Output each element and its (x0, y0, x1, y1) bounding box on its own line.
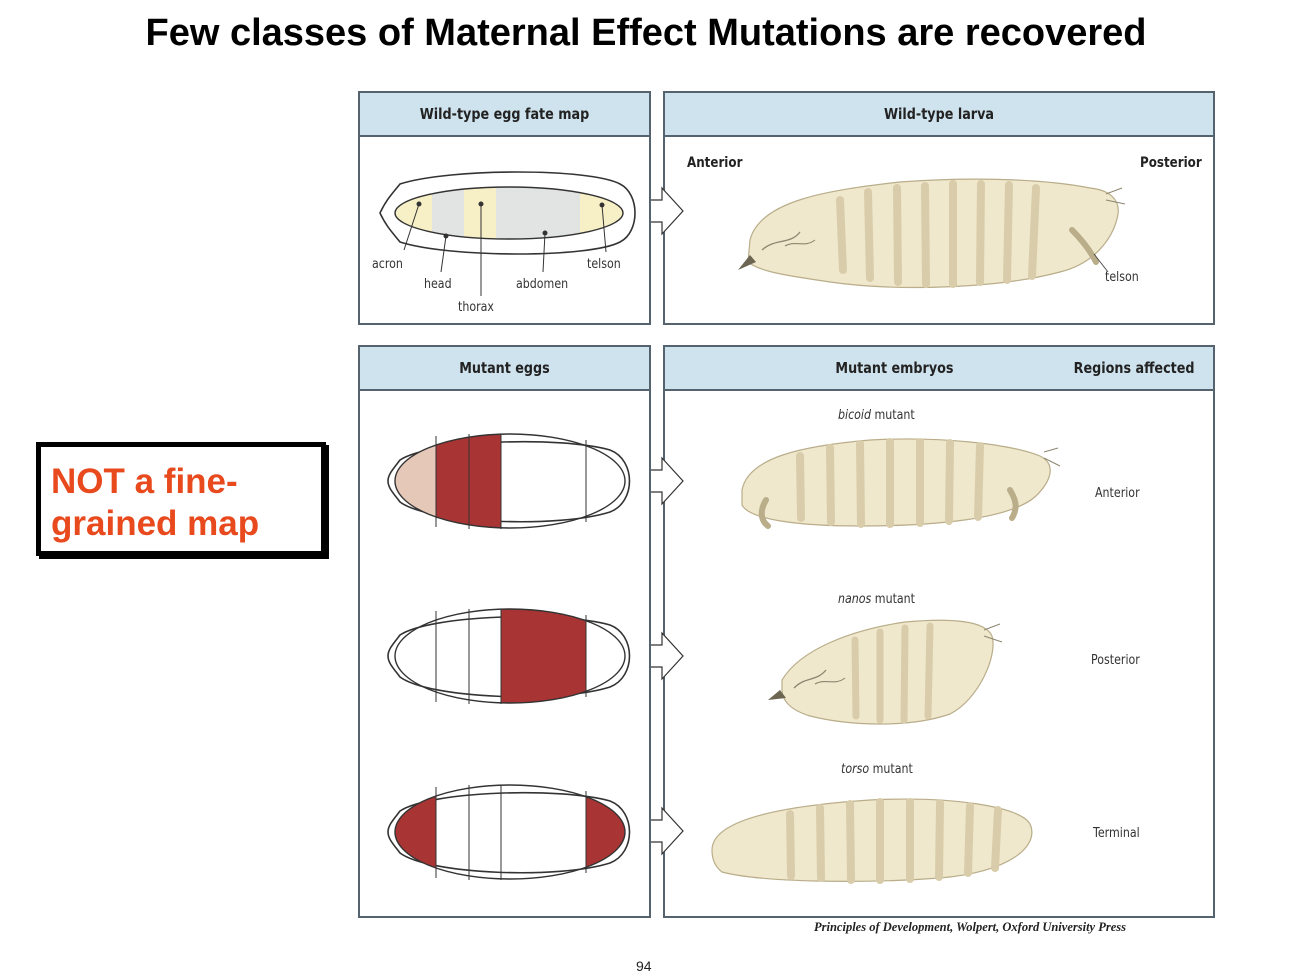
mutant-egg-nanos (387, 608, 631, 704)
arrow-right-icon (651, 186, 684, 236)
panel-title: Mutant eggs (459, 359, 550, 377)
mutant-label-nanos: nanos mutant (838, 592, 915, 607)
label-larva-telson: telson (1105, 270, 1139, 285)
gene-name: torso (841, 762, 870, 777)
callout-box: NOT a fine-grained map (36, 442, 326, 556)
gene-suffix: mutant (871, 408, 915, 423)
mutant-label-bicoid: bicoid mutant (838, 408, 915, 423)
egg-outline-inner (394, 186, 624, 240)
mutant-egg-torso (387, 784, 631, 880)
nanos-mutant-embryo (768, 619, 1003, 725)
arrow-right-icon (651, 806, 684, 856)
panel-title: Mutant embryos (835, 359, 954, 377)
mutant-label-torso: torso mutant (841, 762, 913, 777)
label-anterior: Anterior (687, 155, 743, 171)
label-telson: telson (587, 257, 621, 272)
panel-header: Wild-type egg fate map (360, 93, 649, 137)
label-posterior: Posterior (1140, 155, 1202, 171)
panel-title: Wild-type larva (883, 105, 995, 123)
arrow-right-icon (651, 456, 684, 506)
wildtype-egg (379, 171, 636, 296)
panel-header: Mutant eggs (360, 347, 649, 391)
region-label-terminal: Terminal (1093, 826, 1140, 841)
label-head: head (424, 277, 452, 292)
page-number: 94 (636, 958, 652, 974)
region-label-anterior: Anterior (1095, 486, 1140, 501)
label-acron: acron (372, 257, 403, 272)
wildtype-larva (738, 178, 1126, 289)
slide-title: Few classes of Maternal Effect Mutations… (145, 12, 1147, 54)
arrow-right-icon (651, 631, 684, 681)
torso-mutant-embryo (711, 798, 1033, 884)
bicoid-mutant-embryo (741, 438, 1061, 529)
panel-header: Wild-type larva (665, 93, 1213, 137)
gene-suffix: mutant (871, 592, 916, 607)
region-label-posterior: Posterior (1091, 653, 1140, 668)
label-abdomen: abdomen (516, 277, 569, 292)
label-thorax: thorax (458, 300, 494, 315)
panel-title: Wild-type egg fate map (419, 105, 590, 123)
gene-suffix: mutant (869, 762, 913, 777)
gene-name: bicoid (838, 408, 872, 423)
mutant-egg-bicoid (387, 433, 631, 529)
gene-name: nanos (838, 592, 872, 607)
source-credit: Principles of Development, Wolpert, Oxfo… (814, 920, 1127, 934)
regions-affected-header: Regions affected (1073, 359, 1195, 377)
panel-header: Mutant embryos Regions affected (665, 347, 1213, 391)
